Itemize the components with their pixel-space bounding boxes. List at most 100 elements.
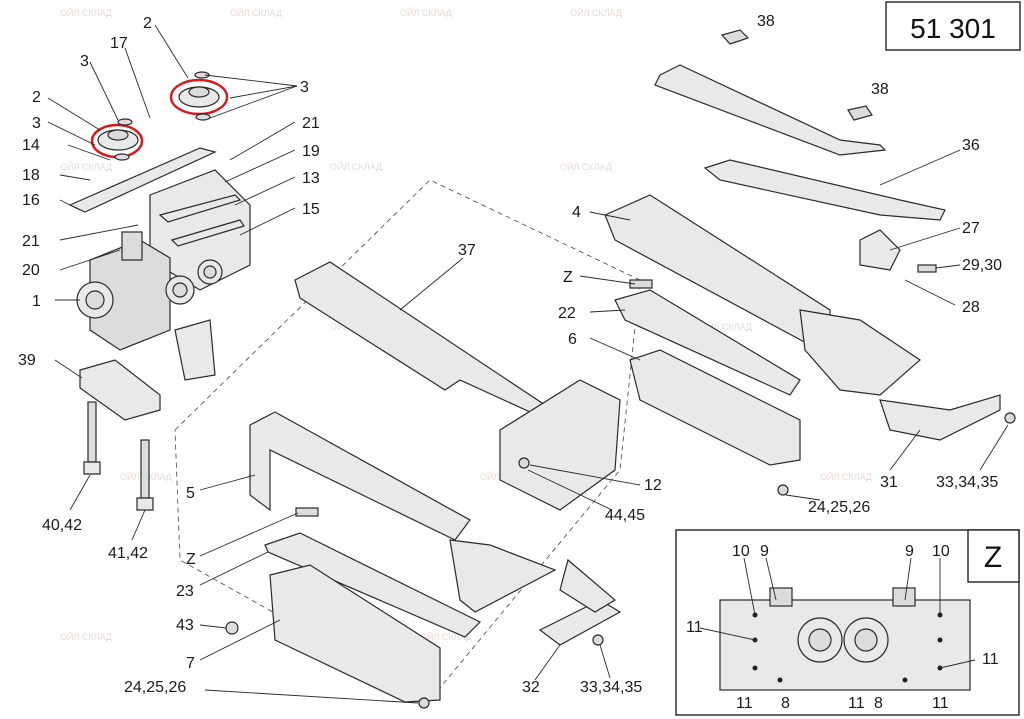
bolt-24-25-26a [777, 484, 789, 496]
bracket-6 [629, 349, 801, 466]
detail-callout-11: 11 [982, 651, 999, 668]
callout-2: 2 [32, 89, 41, 106]
bolt-24-25-26b [418, 697, 430, 709]
svg-text:ОЙЛ СКЛАД: ОЙЛ СКЛАД [60, 631, 112, 642]
callout-20: 20 [22, 262, 40, 279]
sheet-number-box: 51 301 [885, 1, 1021, 51]
plate-7 [269, 564, 441, 703]
callout-13: 13 [302, 170, 320, 187]
detail-callout-10: 10 [932, 543, 950, 560]
callout-16: 16 [22, 192, 40, 209]
callout-17: 17 [110, 35, 128, 52]
callout-40-42: 40,42 [42, 517, 82, 534]
callout-33-34-35: 33,34,35 [580, 679, 642, 696]
callout-12: 12 [644, 477, 662, 494]
svg-text:ОЙЛ СКЛАД: ОЙЛ СКЛАД [570, 7, 622, 18]
svg-text:ОЙЛ СКЛАД: ОЙЛ СКЛАД [60, 7, 112, 18]
callout-28: 28 [962, 299, 980, 316]
leader-lines [47, 24, 1009, 704]
detail-callout-11: 11 [932, 695, 949, 712]
cap-assembly-left [90, 118, 144, 161]
callout-24-25-26: 24,25,26 [124, 679, 186, 696]
bolt-33-34-35a [1004, 412, 1016, 424]
callout-4: 4 [572, 204, 581, 221]
detail-callout-11: 11 [848, 695, 865, 712]
bolt-33-34-35b [592, 634, 604, 646]
bracket-27 [859, 229, 901, 271]
detail-callout-11: 11 [686, 619, 703, 636]
callout-41-42: 41,42 [108, 545, 148, 562]
callout-39: 39 [18, 352, 36, 369]
detail-callout-10: 10 [732, 543, 750, 560]
svg-text:ОЙЛ СКЛАД: ОЙЛ СКЛАД [60, 161, 112, 172]
callout-14: 14 [22, 137, 40, 154]
callout-36: 36 [962, 137, 980, 154]
callout-37: 37 [458, 242, 476, 259]
bolt-43 [225, 621, 239, 635]
guard-32b [538, 599, 622, 646]
callout-21: 21 [302, 115, 320, 132]
plate-23 [264, 532, 482, 638]
guard-wedge [559, 558, 617, 613]
sheet-number: 51 301 [910, 13, 996, 44]
detail-callout-9: 9 [760, 543, 769, 560]
callout-3: 3 [80, 53, 89, 70]
detail-callout-8: 8 [874, 695, 883, 712]
plate-22 [614, 289, 801, 396]
callout-29-30: 29,30 [962, 257, 1002, 274]
callout-7: 7 [186, 655, 195, 672]
callout-21: 21 [22, 233, 40, 250]
tab-38b [847, 105, 873, 121]
callout-23: 23 [176, 583, 194, 600]
detail-callout-9: 9 [905, 543, 914, 560]
callout-31: 31 [880, 474, 898, 491]
callout-15: 15 [302, 201, 320, 218]
bolt-z-upper [629, 279, 653, 289]
callout-3: 3 [32, 115, 41, 132]
cap-assembly-right [169, 71, 229, 121]
callout-3: 3 [300, 79, 309, 96]
bolt-29-30 [917, 264, 937, 273]
callout-1: 1 [32, 293, 41, 310]
callout-6: 6 [568, 331, 577, 348]
bolt-z-lower [295, 507, 319, 517]
svg-text:ОЙЛ СКЛАД: ОЙЛ СКЛАД [420, 631, 472, 642]
callout-z: Z [186, 551, 196, 568]
callout-43: 43 [176, 617, 194, 634]
rail-upper [654, 64, 887, 156]
gearbox-assembly [68, 147, 251, 381]
nut-44-45 [518, 457, 530, 469]
callout-18: 18 [22, 167, 40, 184]
callout-24-25-26: 24,25,26 [808, 499, 870, 516]
svg-text:ОЙЛ СКЛАД: ОЙЛ СКЛАД [400, 7, 452, 18]
guard-32 [449, 539, 557, 613]
callout-32: 32 [522, 679, 540, 696]
svg-text:ОЙЛ СКЛАД: ОЙЛ СКЛАД [820, 471, 872, 482]
svg-text:ОЙЛ СКЛАД: ОЙЛ СКЛАД [700, 321, 752, 332]
callout-27: 27 [962, 220, 980, 237]
svg-text:ОЙЛ СКЛАД: ОЙЛ СКЛАД [560, 161, 612, 172]
callout-22: 22 [558, 305, 576, 322]
callout-5: 5 [186, 485, 195, 502]
detail-callout-11: 11 [736, 695, 753, 712]
mounting-block [79, 359, 161, 511]
detail-view-label: Z [984, 541, 1002, 574]
detail-callout-8: 8 [781, 695, 790, 712]
frame-lower-right [799, 309, 921, 396]
callout-38: 38 [871, 81, 889, 98]
svg-text:ОЙЛ СКЛАД: ОЙЛ СКЛАД [330, 161, 382, 172]
detail-view-z: Z [675, 529, 1020, 716]
callout-labels: 2 17 3 3 2 3 14 18 16 21 20 1 39 21 19 1… [18, 13, 1002, 712]
bracket-5 [249, 411, 471, 541]
guard-31 [879, 394, 1001, 441]
callout-38: 38 [757, 13, 775, 30]
tab-38a [720, 29, 750, 45]
callout-33-34-35: 33,34,35 [936, 474, 998, 491]
callout-19: 19 [302, 143, 320, 160]
svg-text:ОЙЛ СКЛАД: ОЙЛ СКЛАД [230, 7, 282, 18]
rail-36 [703, 159, 946, 221]
callout-44-45: 44,45 [605, 507, 645, 524]
callout-2: 2 [143, 15, 152, 32]
callout-z: Z [563, 269, 573, 286]
